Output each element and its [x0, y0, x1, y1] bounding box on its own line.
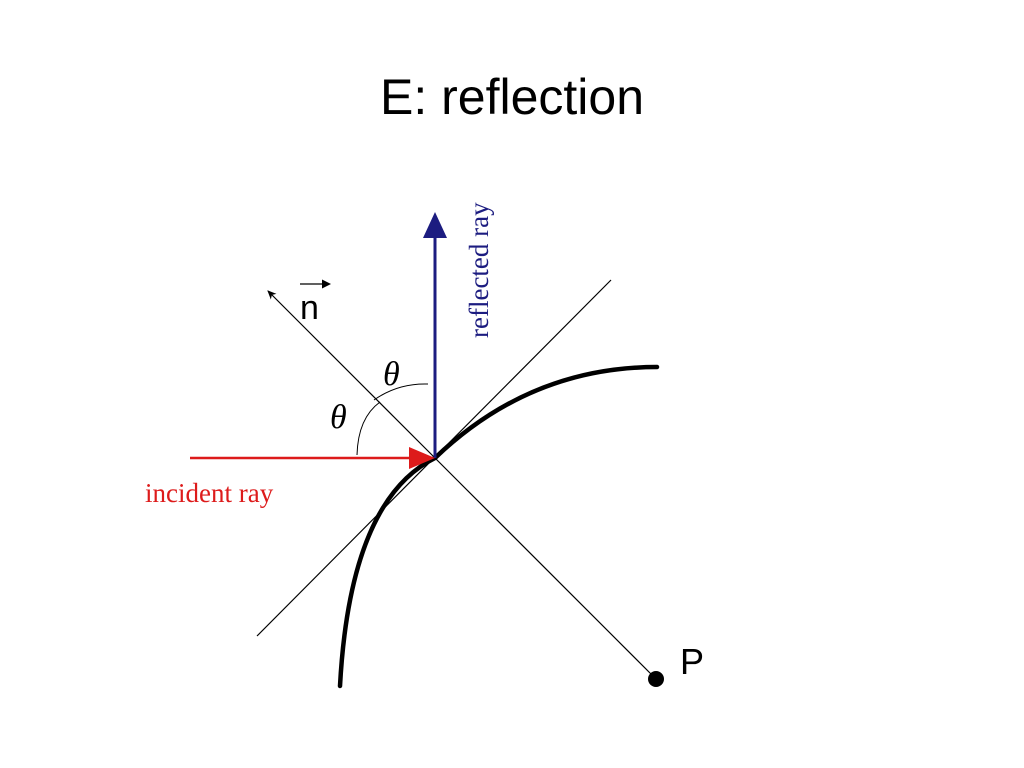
- incident-ray-label: incident ray: [145, 478, 274, 508]
- point-p-dot: [648, 671, 664, 687]
- angle-label-upper: θ: [383, 356, 400, 393]
- slide-title: E: reflection: [379, 69, 644, 125]
- angle-label-lower: θ: [330, 399, 347, 436]
- mirror-curve: [337, 364, 660, 689]
- normal-label: n: [300, 289, 319, 327]
- vector-overarrow-head: [322, 279, 331, 289]
- reflected-ray-label: reflected ray: [464, 202, 494, 338]
- incident-ray-arrowhead: [409, 447, 435, 469]
- angle-arc-upper: [373, 383, 429, 401]
- normal-vector-arrow: [267, 290, 436, 459]
- angle-arc-lower: [356, 401, 381, 456]
- point-p-label: P: [680, 641, 704, 682]
- normal-line: [434, 457, 657, 680]
- reflected-ray-arrowhead: [423, 212, 447, 238]
